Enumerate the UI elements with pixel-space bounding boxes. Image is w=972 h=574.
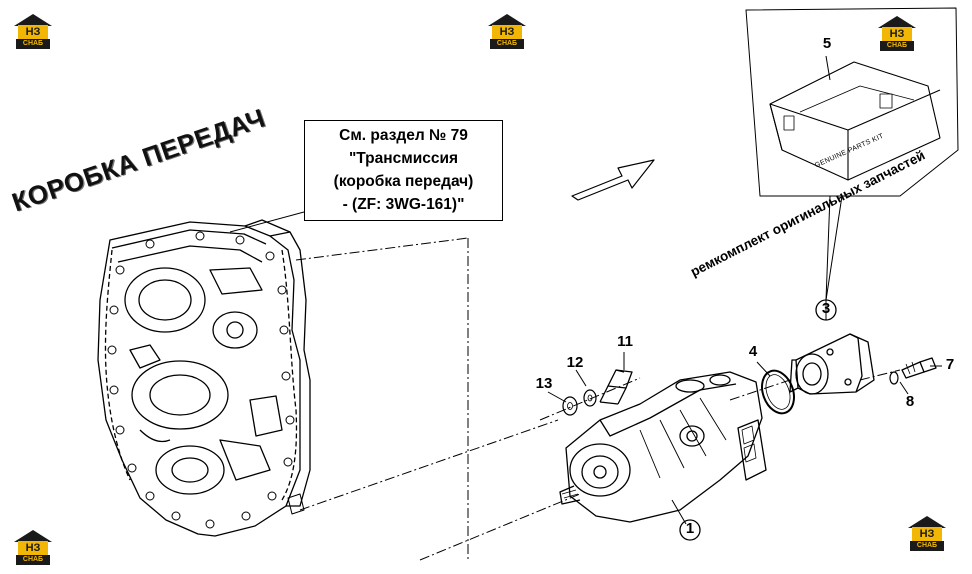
reference-line-3: (коробка передач)	[333, 173, 474, 190]
direction-arrow	[571, 159, 655, 201]
reference-line-1: См. раздел № 79	[339, 127, 468, 144]
callout-3: 3	[821, 300, 831, 317]
bolt-7	[901, 357, 937, 379]
watermark-logo-top-left: НЗ СНАБ	[14, 14, 52, 50]
callout-8: 8	[905, 393, 915, 410]
hydraulic-pump	[559, 371, 767, 523]
washer-8	[889, 371, 899, 385]
reference-line-2: "Трансмиссия	[348, 150, 459, 167]
callout-11: 11	[617, 333, 633, 350]
callout-12: 12	[566, 354, 584, 371]
callout-13: 13	[535, 375, 553, 392]
callout-7: 7	[945, 356, 955, 373]
kit-group-outline	[745, 7, 959, 197]
gear-pump	[789, 333, 875, 395]
watermark-logo-bottom-left: НЗ СНАБ	[14, 530, 52, 566]
leader-lines	[229, 55, 942, 561]
washer-12	[583, 389, 597, 407]
gearbox-housing	[97, 219, 311, 537]
callout-1: 1	[685, 520, 695, 537]
watermark-logo-top-right: НЗ СНАБ	[878, 16, 916, 52]
washer-13	[562, 396, 578, 416]
watermark-logo-bottom-right: НЗ СНАБ	[908, 516, 946, 552]
reference-note-box: См. раздел № 79 "Трансмиссия (коробка пе…	[304, 120, 503, 221]
callout-5: 5	[822, 35, 832, 52]
callout-4: 4	[748, 343, 758, 360]
bolt-11	[599, 369, 633, 405]
o-ring	[761, 369, 795, 415]
parts-kit-box	[769, 61, 941, 181]
watermark-logo-top-center: НЗ СНАБ	[488, 14, 526, 50]
reference-line-4: - (ZF: 3WG-161)"	[342, 196, 465, 213]
